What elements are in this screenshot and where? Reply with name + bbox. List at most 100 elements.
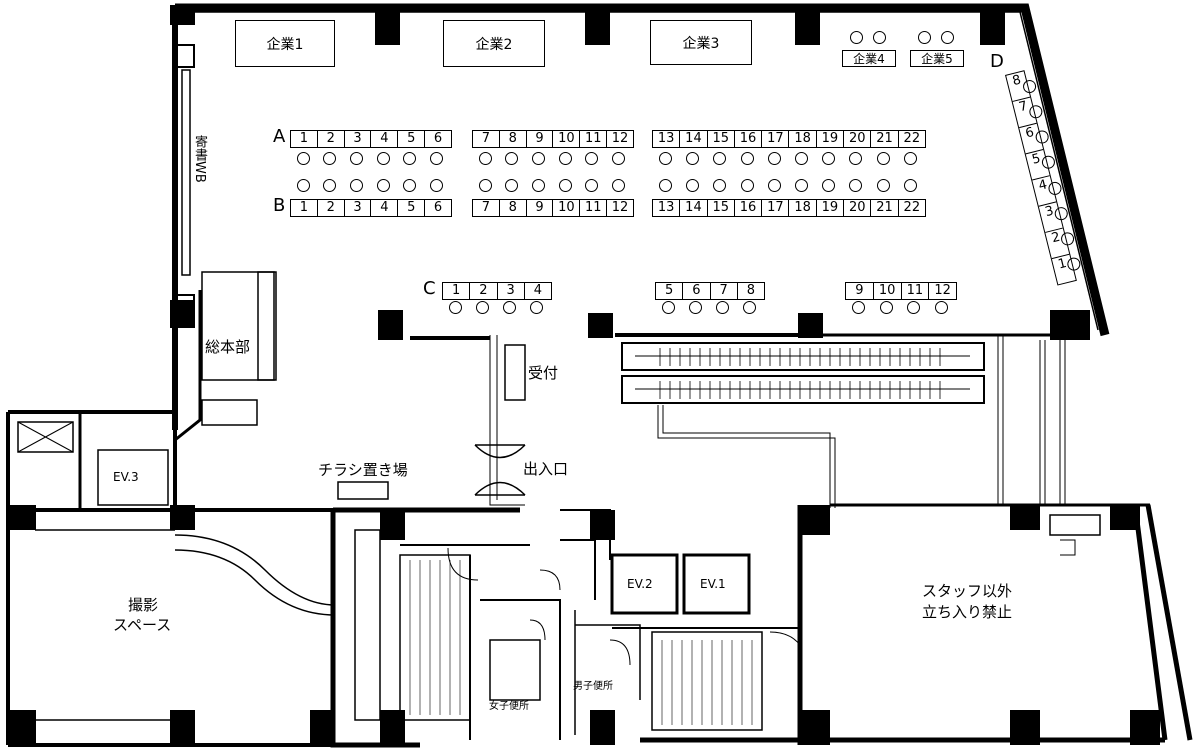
seat-b-2: 2 <box>318 200 345 216</box>
entrance-label: 出入口 <box>523 460 569 478</box>
seat-b-9: 9 <box>527 200 554 216</box>
seat-a-22: 22 <box>903 131 921 146</box>
seat-a-14: 14 <box>680 131 708 147</box>
chairs-row-c-2 <box>655 301 763 314</box>
chairs-row-b-1 <box>290 179 450 192</box>
seat-b-13: 13 <box>653 200 681 216</box>
seat-a-21: 21 <box>871 131 899 147</box>
flyer-stand-label: チラシ置き場 <box>318 461 408 479</box>
row-label-b: B <box>273 195 286 216</box>
row-label-a: A <box>273 126 286 147</box>
chairs-row-c-1 <box>442 301 550 314</box>
seat-c-10: 10 <box>874 283 902 299</box>
seat-a-10: 10 <box>553 131 581 147</box>
seat-c-9: 9 <box>846 283 874 299</box>
seat-b-1: 1 <box>291 200 318 216</box>
seat-a-13: 13 <box>653 131 681 147</box>
chairs-row-a-3 <box>652 152 924 165</box>
photo-space-label-1: 撮影 <box>128 596 159 614</box>
seat-a-4: 4 <box>371 131 399 147</box>
company-booth-3: 企業3 <box>650 20 752 65</box>
seat-a-9: 9 <box>527 131 554 147</box>
seat-a-19: 19 <box>817 131 845 147</box>
reception-label: 受付 <box>528 364 559 382</box>
staff-only-label-2: 立ち入り禁止 <box>922 603 1013 621</box>
seat-c-8: 8 <box>746 283 756 298</box>
ev1-label: EV.1 <box>700 577 726 591</box>
chairs-row-c-3 <box>845 301 955 314</box>
seat-b-3: 3 <box>345 200 372 216</box>
seat-a-18: 18 <box>789 131 817 147</box>
seat-c-7: 7 <box>711 283 738 299</box>
seat-a-12: 12 <box>611 131 629 146</box>
seat-b-17: 17 <box>762 200 790 216</box>
seat-a-5: 5 <box>398 131 426 147</box>
staff-only-label-1: スタッフ以外 <box>922 582 1013 600</box>
seat-a-3: 3 <box>345 131 372 147</box>
company-booth-4: 企業4 <box>842 50 896 67</box>
chairs-row-b-3 <box>652 179 924 192</box>
seat-c-4: 4 <box>533 283 543 298</box>
seat-c-1: 1 <box>443 283 471 299</box>
seat-c-3: 3 <box>498 283 525 299</box>
photo-space-label-2: スペース <box>113 616 172 634</box>
seat-b-8: 8 <box>500 200 527 216</box>
seat-a-20: 20 <box>844 131 872 147</box>
row-label-d: D <box>990 51 1004 72</box>
seat-b-12: 12 <box>611 200 629 215</box>
seat-b-6: 6 <box>433 200 443 215</box>
company-booth-1: 企業1 <box>235 20 335 67</box>
hq-label: 総本部 <box>205 338 251 356</box>
seat-b-4: 4 <box>371 200 399 216</box>
seat-b-10: 10 <box>553 200 581 216</box>
seat-c-11: 11 <box>902 283 930 299</box>
seat-a-1: 1 <box>291 131 318 147</box>
seat-a-6: 6 <box>433 131 443 146</box>
chairs-row-a-2 <box>472 152 632 165</box>
seat-c-6: 6 <box>683 283 711 299</box>
seat-b-11: 11 <box>580 200 608 216</box>
seat-a-8: 8 <box>500 131 527 147</box>
chairs-row-b-2 <box>472 179 632 192</box>
seat-b-5: 5 <box>398 200 426 216</box>
company-booth-2: 企業2 <box>443 20 545 67</box>
seat-b-7: 7 <box>473 200 500 216</box>
ev2-label: EV.2 <box>627 577 653 591</box>
seat-a-7: 7 <box>473 131 500 147</box>
mens-restroom-label: 男子便所 <box>573 681 613 692</box>
seat-b-21: 21 <box>871 200 899 216</box>
seat-a-11: 11 <box>580 131 608 147</box>
wb-label: 寄書WB <box>192 135 207 183</box>
seat-c-2: 2 <box>470 283 498 299</box>
chairs-row-a-1 <box>290 152 450 165</box>
seat-b-20: 20 <box>844 200 872 216</box>
seat-b-15: 15 <box>708 200 735 216</box>
seat-b-19: 19 <box>817 200 845 216</box>
seat-c-5: 5 <box>656 283 684 299</box>
seat-b-14: 14 <box>680 200 708 216</box>
womens-restroom-label: 女子便所 <box>489 701 529 712</box>
seat-a-16: 16 <box>735 131 763 147</box>
chairs-company-4 <box>845 31 891 44</box>
seat-b-18: 18 <box>789 200 817 216</box>
ev3-label: EV.3 <box>113 470 139 484</box>
seat-b-22: 22 <box>903 200 921 215</box>
seat-a-15: 15 <box>708 131 735 147</box>
row-label-c: C <box>423 278 436 299</box>
seat-a-17: 17 <box>762 131 790 147</box>
seat-a-2: 2 <box>318 131 345 147</box>
seat-b-16: 16 <box>735 200 763 216</box>
company-booth-5: 企業5 <box>910 50 964 67</box>
chairs-company-5 <box>913 31 959 44</box>
seat-c-12: 12 <box>934 283 951 298</box>
